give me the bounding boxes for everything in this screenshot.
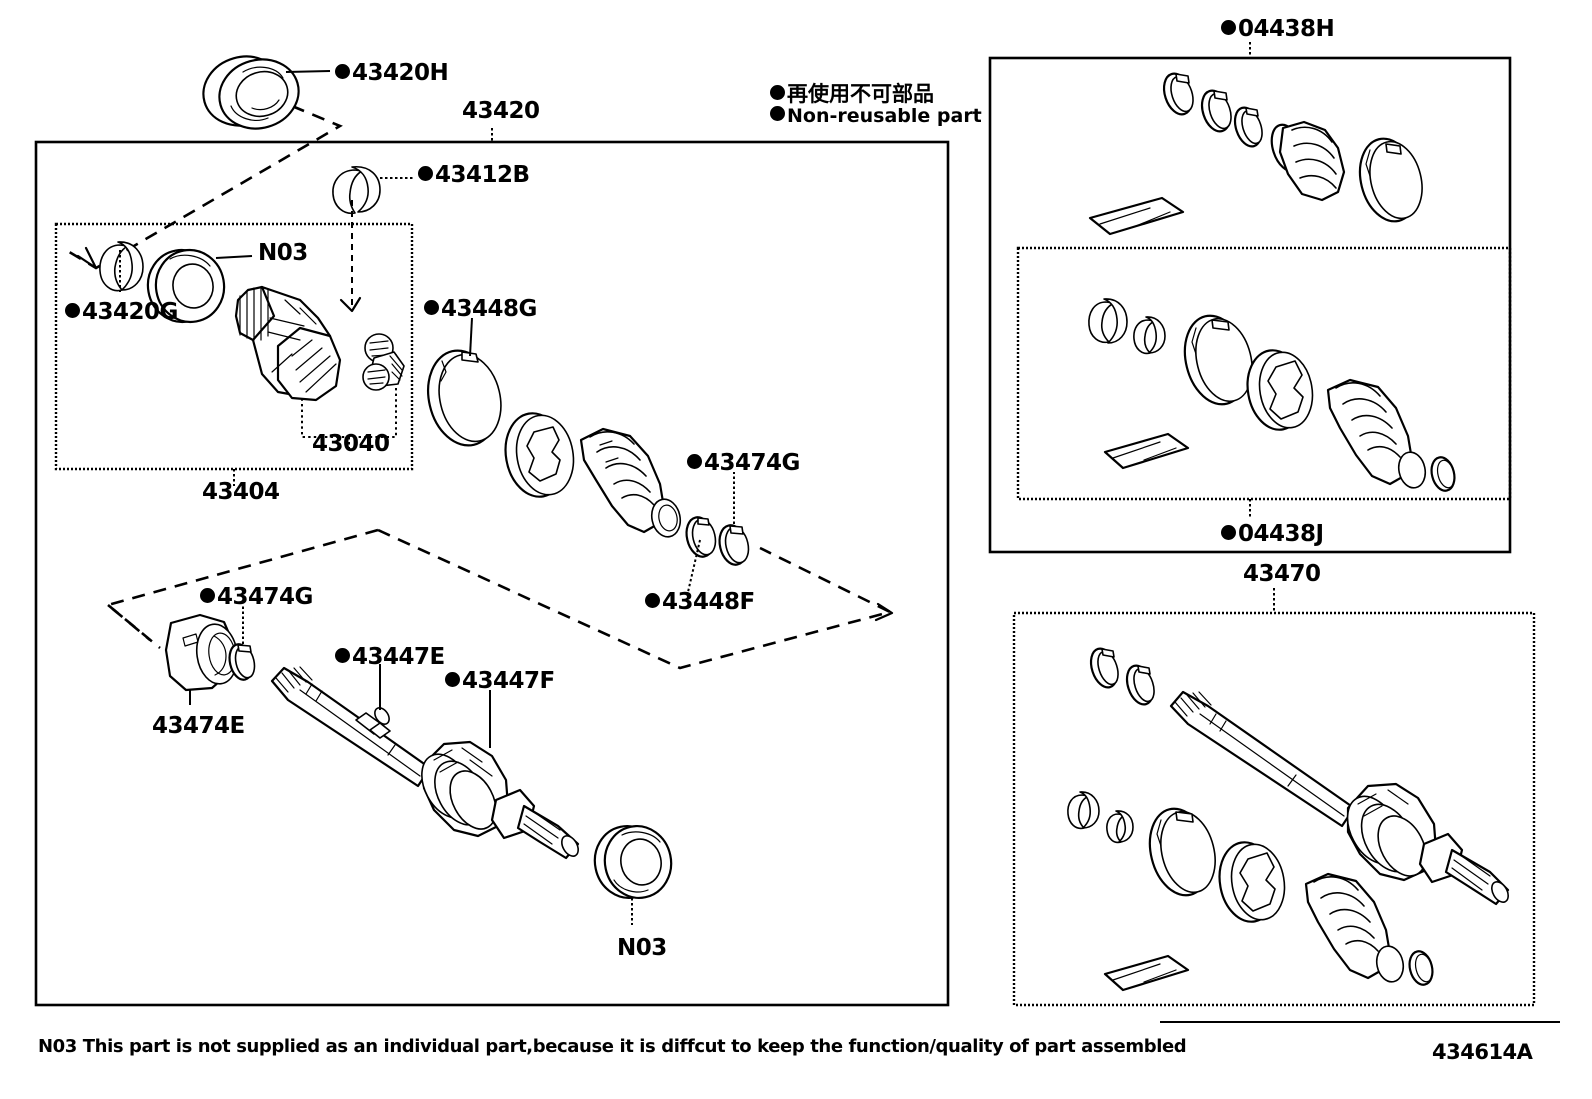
non-reusable-marker-icon-2	[770, 106, 785, 121]
part-label-43474g-lower[interactable]: 43474G	[200, 584, 313, 610]
non-reusable-marker-icon	[770, 85, 785, 100]
part-label-43474e[interactable]: 43474E	[152, 713, 245, 739]
part-label-43420[interactable]: 43420	[462, 98, 540, 124]
part-label-43420h[interactable]: 43420H	[335, 60, 449, 86]
legend-english: Non-reusable part	[770, 105, 982, 127]
part-label-43412b[interactable]: 43412B	[418, 162, 530, 188]
part-label-n03-top[interactable]: N03	[258, 240, 308, 266]
part-label-43470[interactable]: 43470	[1243, 561, 1321, 587]
non-reusable-dot-icon	[445, 672, 460, 687]
part-label-04438h[interactable]: 04438H	[1221, 16, 1335, 42]
part-label-n03-bottom[interactable]: N03	[617, 935, 667, 961]
non-reusable-dot-icon	[687, 454, 702, 469]
part-label-43420g[interactable]: 43420G	[65, 299, 178, 325]
part-label-43040[interactable]: 43040	[312, 431, 390, 457]
non-reusable-dot-icon	[1221, 20, 1236, 35]
part-label-43448g[interactable]: 43448G	[424, 296, 537, 322]
footnote-n03: N03 This part is not supplied as an indi…	[38, 1036, 1187, 1057]
non-reusable-dot-icon	[65, 303, 80, 318]
non-reusable-dot-icon	[335, 648, 350, 663]
non-reusable-dot-icon	[1221, 525, 1236, 540]
part-label-43447f[interactable]: 43447F	[445, 668, 555, 694]
part-label-43448f[interactable]: 43448F	[645, 589, 755, 615]
non-reusable-dot-icon	[200, 588, 215, 603]
sheet-code: 434614A	[1432, 1040, 1533, 1064]
part-label-43474g-upper[interactable]: 43474G	[687, 450, 800, 476]
part-label-04438j[interactable]: 04438J	[1221, 521, 1324, 547]
part-label-43404[interactable]: 43404	[202, 479, 280, 505]
legend-japanese: 再使用不可部品	[770, 78, 934, 108]
non-reusable-dot-icon	[645, 593, 660, 608]
part-label-43447e[interactable]: 43447E	[335, 644, 445, 670]
non-reusable-dot-icon	[335, 64, 350, 79]
non-reusable-dot-icon	[424, 300, 439, 315]
non-reusable-dot-icon	[418, 166, 433, 181]
